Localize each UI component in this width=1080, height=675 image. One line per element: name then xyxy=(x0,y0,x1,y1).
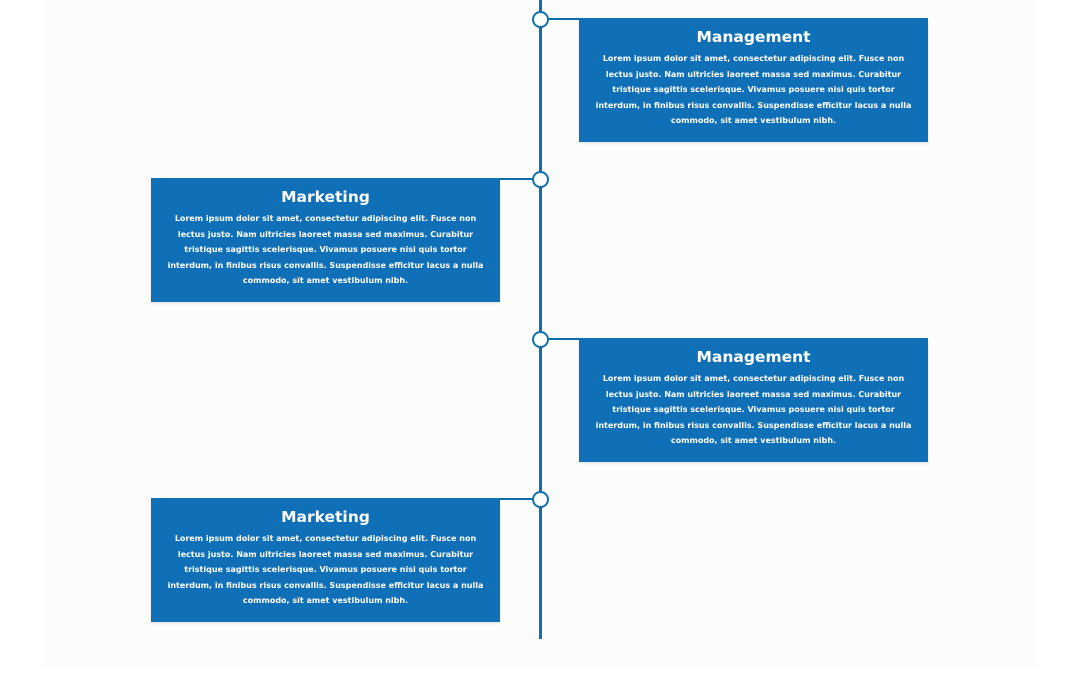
timeline-connector xyxy=(500,498,532,500)
timeline-connector xyxy=(549,338,579,340)
card-body: Lorem ipsum dolor sit amet, consectetur … xyxy=(167,214,484,285)
timeline-connector xyxy=(500,178,532,180)
timeline-card: Management Lorem ipsum dolor sit amet, c… xyxy=(579,18,928,142)
card-title: Management xyxy=(696,348,811,366)
card-title: Management xyxy=(696,28,811,46)
timeline-node xyxy=(532,11,549,28)
card-body: Lorem ipsum dolor sit amet, consectetur … xyxy=(595,374,912,445)
card-body: Lorem ipsum dolor sit amet, consectetur … xyxy=(167,534,484,605)
card-title: Marketing xyxy=(281,508,370,526)
timeline-card: Management Lorem ipsum dolor sit amet, c… xyxy=(579,338,928,462)
card-title: Marketing xyxy=(281,188,370,206)
timeline-card: Marketing Lorem ipsum dolor sit amet, co… xyxy=(151,498,500,622)
timeline-connector xyxy=(549,18,579,20)
timeline-node xyxy=(532,331,549,348)
timeline-spine xyxy=(539,0,542,639)
timeline-card: Marketing Lorem ipsum dolor sit amet, co… xyxy=(151,178,500,302)
timeline-node xyxy=(532,491,549,508)
card-body: Lorem ipsum dolor sit amet, consectetur … xyxy=(595,54,912,125)
timeline-node xyxy=(532,171,549,188)
